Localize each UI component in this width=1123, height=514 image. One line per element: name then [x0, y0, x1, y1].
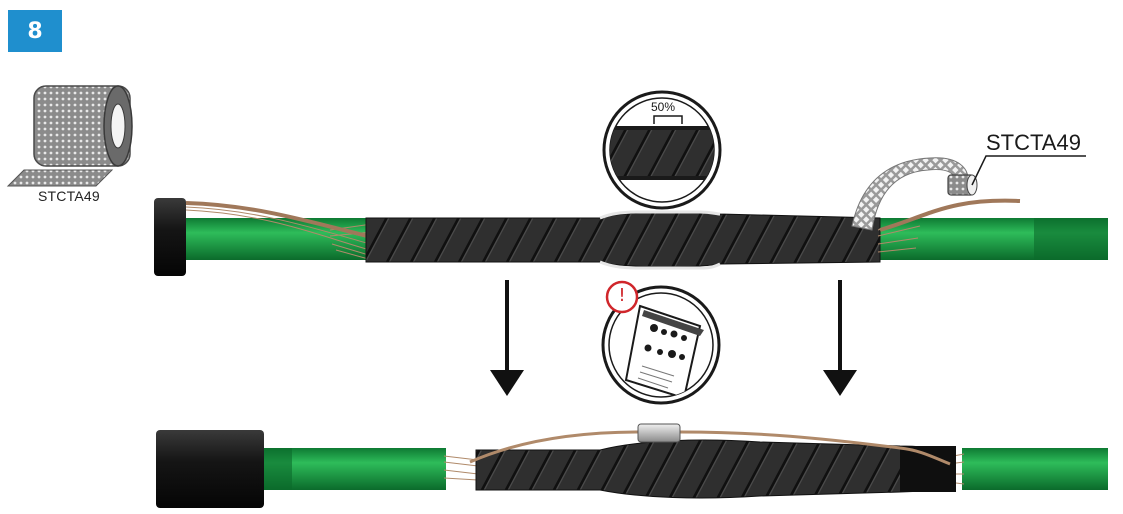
arrow-down-icon [823, 280, 857, 396]
manual-icon [601, 285, 721, 405]
arrow-down-icon [490, 280, 524, 396]
mesh-roll-icon [6, 85, 133, 187]
step-badge: 8 [8, 10, 62, 52]
callout-leader [971, 155, 1086, 186]
warning-icon [605, 280, 639, 314]
callout-label: STCTA49 [986, 130, 1081, 155]
overlap-percent-label: 50% [651, 100, 676, 114]
roll-caption: STCTA49 [38, 188, 100, 204]
bottom-cable [156, 423, 1108, 508]
top-cable [154, 157, 1108, 276]
overlap-zoom [602, 90, 722, 210]
warning-symbol: ! [618, 285, 626, 306]
